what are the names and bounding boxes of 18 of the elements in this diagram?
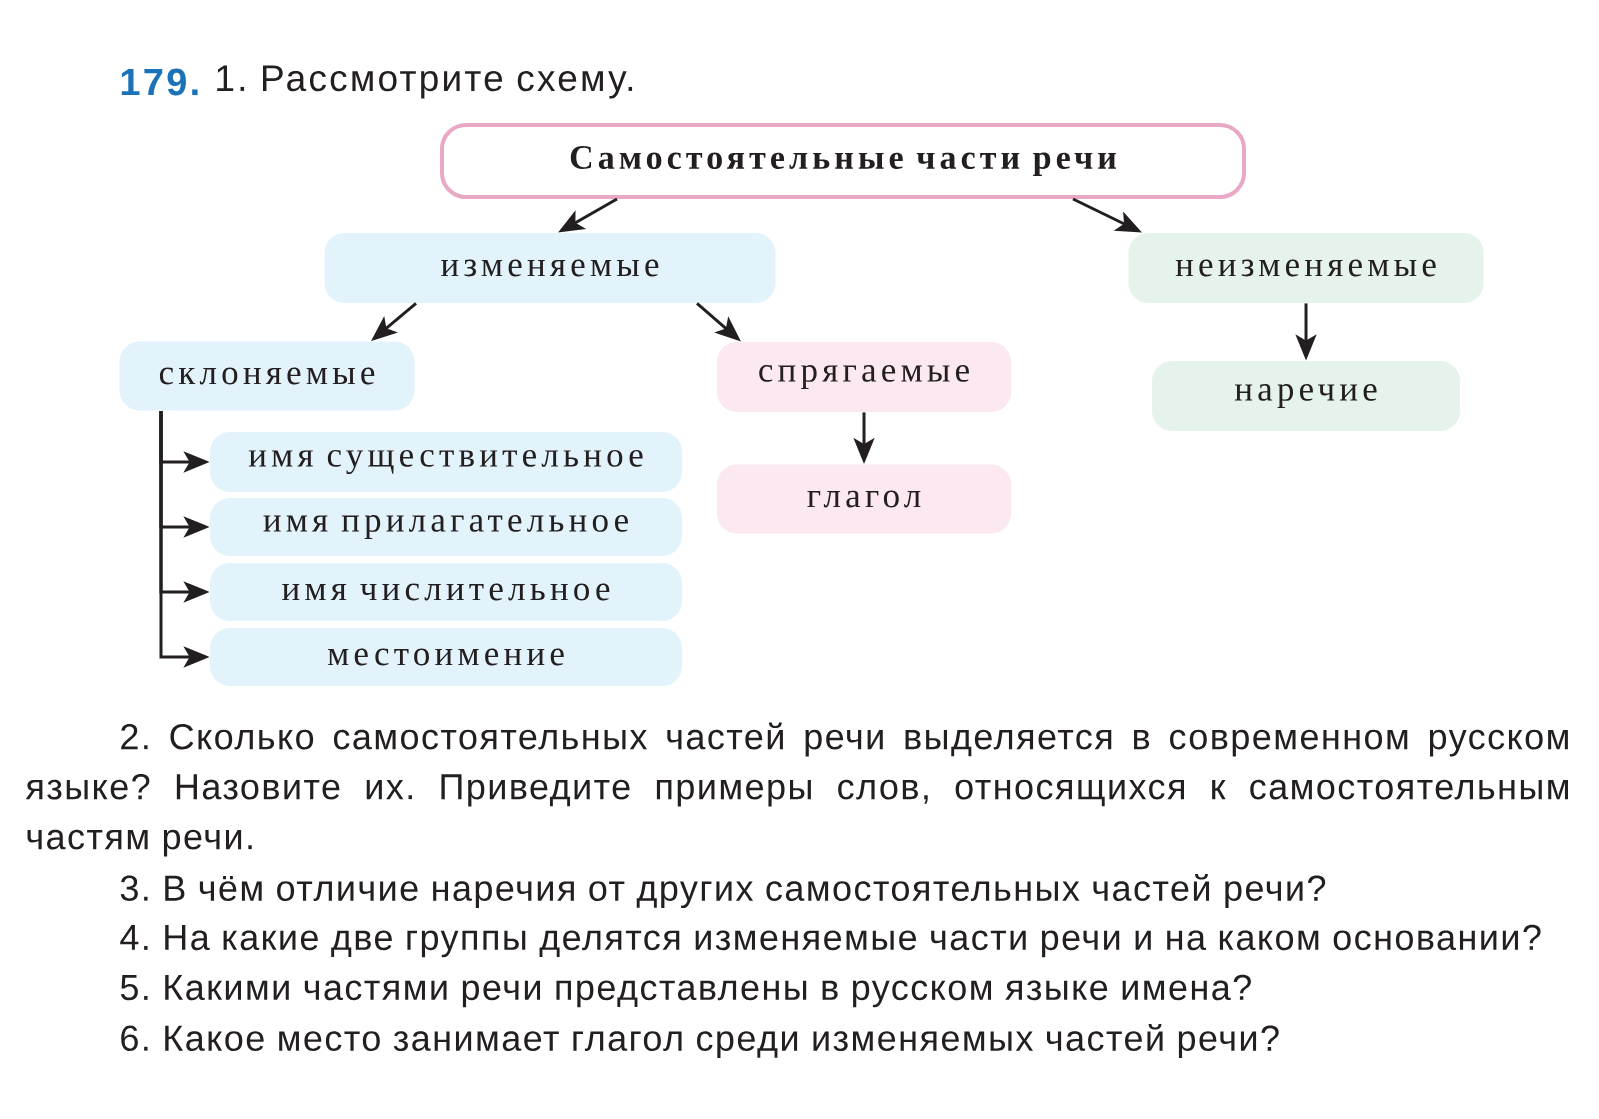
instruction-text: 1. Рассмотрите схему. bbox=[217, 65, 633, 99]
term-box: имя существительное bbox=[210, 432, 682, 492]
term-box: имя числительное bbox=[210, 563, 682, 621]
term-box: глагол bbox=[717, 464, 1011, 534]
question-text: 4. На какие две группы делятся изменяемые части речи и на каком основании? bbox=[120, 924, 1541, 958]
term-box: местоимение bbox=[210, 628, 682, 686]
question-text: 5. Какими частями речи представлены в русском языке имена? bbox=[120, 974, 1251, 1008]
term-box: наречие bbox=[1152, 361, 1460, 431]
title-box: Самостоятельные части речи bbox=[440, 123, 1246, 199]
question-text: 2. Сколько самостоятельных частей речи выделяется в современном русском языке? Назовите их. Приведите примеры слов, относящихся к самостоятельным частям речи. bbox=[25, 722, 1568, 857]
question-text: 6. Какое место занимает глагол среди изменяемых частей речи? bbox=[121, 1023, 1279, 1059]
exercise-number: 179. bbox=[121, 68, 198, 96]
term-box: неизменяемые bbox=[1128, 233, 1484, 303]
term-box: имя прилагательное bbox=[210, 498, 682, 556]
term-box: спрягаемые bbox=[717, 342, 1011, 412]
term-box: склоняемые bbox=[119, 341, 415, 411]
term-box: изменяемые bbox=[324, 233, 776, 303]
question-text: 3. В чём отличие наречия от других самостоятельных частей речи? bbox=[120, 873, 1326, 909]
